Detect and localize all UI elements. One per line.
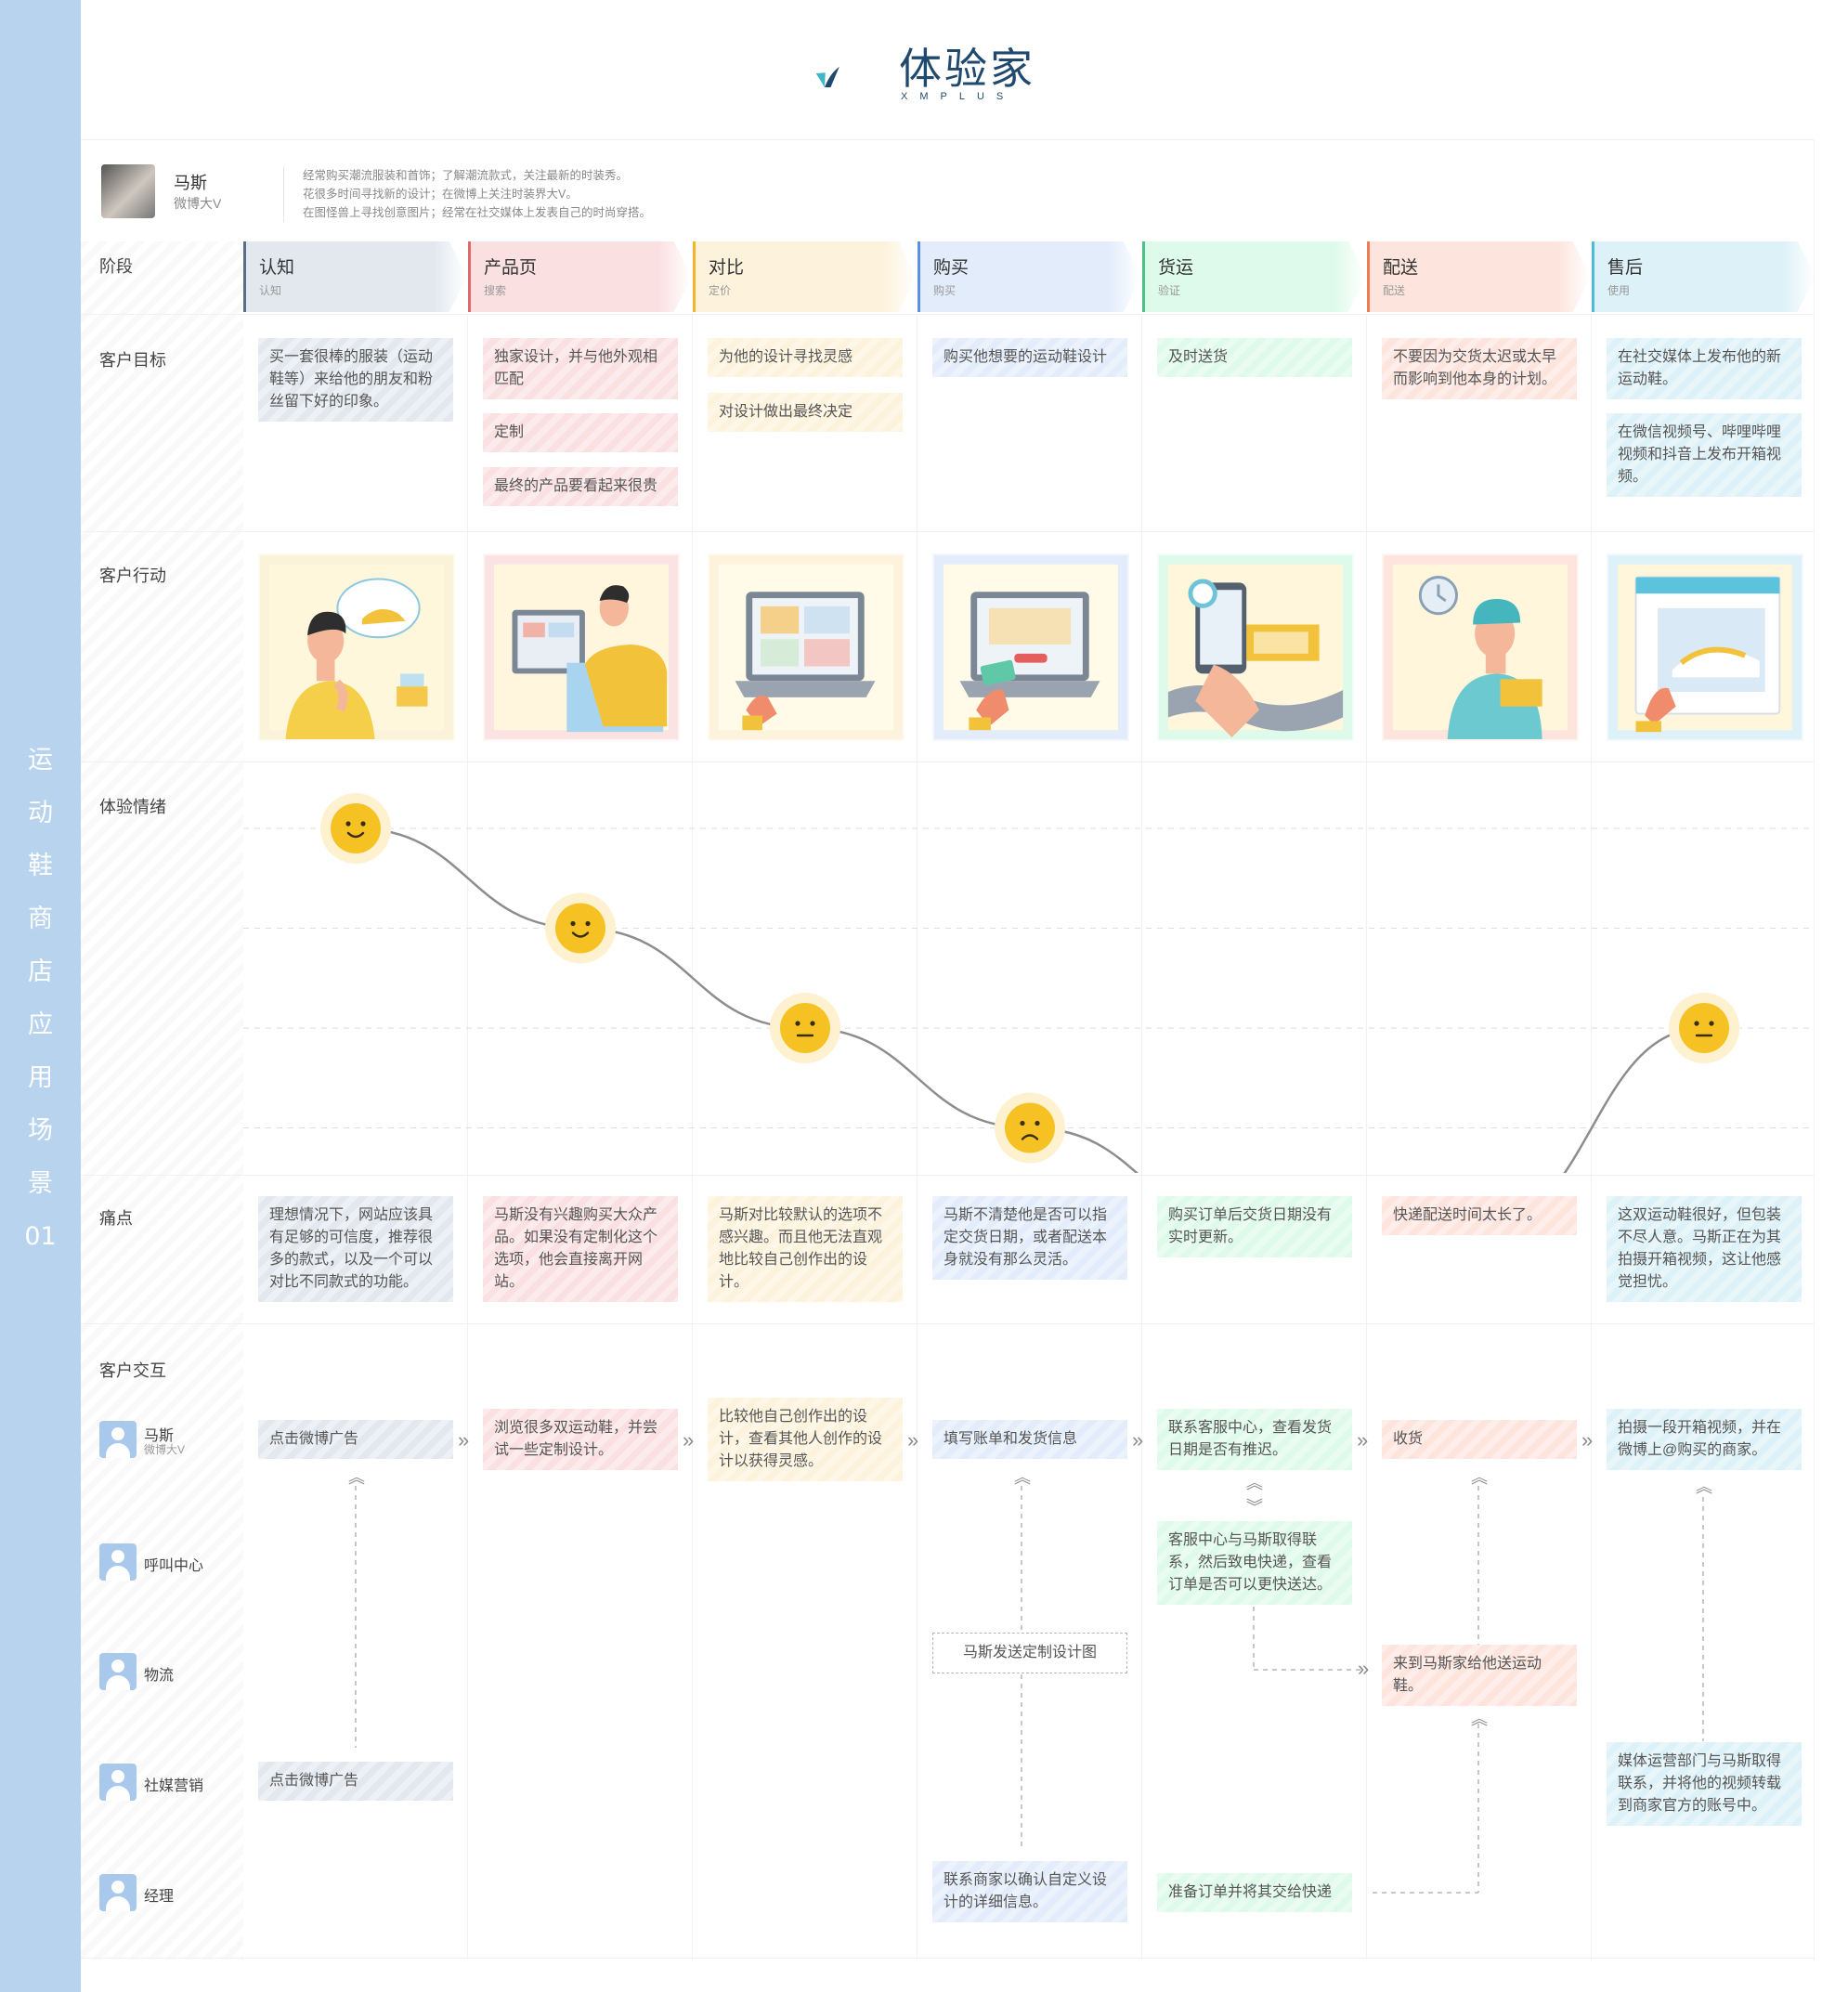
goal-card: 定制 xyxy=(483,413,678,452)
emotion-face-icon xyxy=(545,892,616,964)
double-chevron-down-icon: ︾ xyxy=(1246,1498,1263,1517)
stage-header: 货运 验证 xyxy=(1142,241,1366,312)
illustration-social-post-icon xyxy=(1607,553,1803,741)
pain-card: 马斯不清楚他是否可以指定交货日期，或者配送本身就没有那么灵活。 xyxy=(932,1196,1127,1280)
brand-sub: XMPLUS xyxy=(901,91,1016,102)
row-label-interaction: 客户交互 xyxy=(99,1361,166,1380)
persona-role: 微博大V xyxy=(174,196,222,211)
illustration-browsing-laptop-icon xyxy=(483,553,680,741)
user-icon xyxy=(99,1421,137,1458)
manager-prepare-card: 准备订单并将其交给快递 xyxy=(1157,1873,1352,1912)
illustration-checkout-laptop-icon xyxy=(932,553,1129,741)
persona-header: 马斯 微博大V 经常购买潮流服装和首饰；了解潮流款式，关注最新的时装秀。 花很多… xyxy=(81,139,1814,241)
double-chevron-right-icon: » xyxy=(458,1428,470,1452)
goal-card: 在微信视频号、哔哩哔哩视频和抖音上发布开箱视频。 xyxy=(1607,413,1802,497)
logistics-delivery-card: 来到马斯家给他送运动鞋。 xyxy=(1382,1645,1577,1706)
social-ad-card: 点击微博广告 xyxy=(258,1762,453,1801)
illustration-compare-laptop-icon xyxy=(708,553,904,741)
stage-header: 认知 认知 xyxy=(243,241,467,312)
actor-name: 物流 xyxy=(144,1668,175,1684)
double-chevron-up-icon: ︽ xyxy=(1696,1478,1712,1496)
goal-card: 购买他想要的运动鞋设计 xyxy=(932,338,1127,377)
stage-header: 产品页 搜索 xyxy=(468,241,692,312)
actor-name: 呼叫中心 xyxy=(144,1558,204,1574)
double-chevron-right-icon: » xyxy=(907,1428,919,1452)
sidebar: 运 动 鞋 商 店 应 用 场 景 01 xyxy=(0,0,81,1992)
double-chevron-right-icon: » xyxy=(1357,1428,1369,1452)
stage-header: 对比 定价 xyxy=(693,241,917,312)
illustration-person-thinking-icon xyxy=(258,553,455,741)
goal-card: 在社交媒体上发布他的新运动鞋。 xyxy=(1607,338,1802,399)
user-icon xyxy=(99,1653,137,1690)
double-chevron-right-icon: » xyxy=(1358,1657,1370,1680)
brand-logo-icon xyxy=(815,66,839,88)
actor-sub: 微博大V xyxy=(144,1443,186,1456)
interaction-card: 浏览很多双运动鞋，并尝试一些定制设计。 xyxy=(483,1409,678,1470)
pain-card: 马斯对比较默认的选项不感兴趣。而且他无法直观地比较自己创作出的设计。 xyxy=(708,1196,903,1302)
illustration-shipping-map-icon xyxy=(1157,553,1354,741)
actor-name: 经理 xyxy=(144,1889,175,1905)
emotion-face-icon xyxy=(770,993,840,1063)
interaction-card: 联系客服中心，查看发货日期是否有推迟。 xyxy=(1157,1409,1352,1470)
persona-name: 马斯 xyxy=(174,174,207,192)
persona-description: 经常购买潮流服装和首饰；了解潮流款式，关注最新的时装秀。 花很多时间寻找新的设计… xyxy=(283,166,651,222)
row-label-stage: 阶段 xyxy=(99,257,133,276)
double-chevron-up-icon: ︽ xyxy=(1014,1468,1031,1487)
double-chevron-up-icon: ︽ xyxy=(1471,1468,1488,1487)
goal-card: 为他的设计寻找灵感 xyxy=(708,338,903,377)
emotion-curve-chart xyxy=(243,793,1814,1173)
goal-card: 买一套很棒的服装（运动鞋等）来给他的朋友和粉丝留下好的印象。 xyxy=(258,338,453,422)
goal-card: 及时送货 xyxy=(1157,338,1352,377)
emotion-face-icon xyxy=(320,793,391,864)
double-chevron-right-icon: » xyxy=(1581,1428,1594,1452)
pain-card: 购买订单后交货日期没有实时更新。 xyxy=(1157,1196,1352,1257)
goal-card: 对设计做出最终决定 xyxy=(708,393,903,432)
double-chevron-right-icon: » xyxy=(1132,1428,1144,1452)
brand-name: 体验家 xyxy=(899,44,1035,94)
row-label-actions: 客户行动 xyxy=(99,566,166,585)
pain-card: 马斯没有兴趣购买大众产品。如果没有定制化这个选项，他会直接离开网站。 xyxy=(483,1196,678,1302)
double-chevron-up-icon: ︽ xyxy=(348,1468,365,1487)
user-icon xyxy=(99,1874,137,1911)
user-icon xyxy=(99,1543,137,1581)
interaction-card: 填写账单和发货信息 xyxy=(932,1420,1127,1459)
goal-card: 不要因为交货太迟或太早而影响到他本身的计划。 xyxy=(1382,338,1577,399)
pain-card: 理想情况下，网站应该具有足够的可信度，推荐很多的款式，以及一个可以对比不同款式的… xyxy=(258,1196,453,1302)
stage-header: 售后 使用 xyxy=(1592,241,1815,312)
goal-card: 最终的产品要看起来很贵 xyxy=(483,467,678,506)
pain-card: 这双运动鞋很好，但包装不尽人意。马斯正在为其拍摄开箱视频，这让他感觉担忧。 xyxy=(1607,1196,1802,1302)
illustration-courier-icon xyxy=(1382,553,1579,741)
emotion-face-icon xyxy=(1669,993,1739,1063)
row-label-pain: 痛点 xyxy=(99,1209,133,1228)
actor-name: 马斯 xyxy=(144,1428,175,1444)
call-center-card: 客服中心与马斯取得联系，然后致电快递，查看订单是否可以更快送达。 xyxy=(1157,1521,1352,1605)
goal-card: 独家设计，并与他外观相匹配 xyxy=(483,338,678,399)
row-label-goals: 客户目标 xyxy=(99,351,166,370)
label-column xyxy=(81,241,243,1959)
stage-header: 购买 购买 xyxy=(917,241,1141,312)
interaction-card: 拍摄一段开箱视频，并在微博上@购买的商家。 xyxy=(1607,1409,1802,1470)
double-chevron-up-icon: ︽ xyxy=(1246,1474,1263,1492)
interaction-card: 比较他自己创作出的设计，查看其他人创作的设计以获得灵感。 xyxy=(708,1398,903,1481)
double-chevron-right-icon: » xyxy=(683,1428,695,1452)
avatar xyxy=(101,164,155,218)
row-label-emotion: 体验情绪 xyxy=(99,798,166,816)
actor-name: 社媒营销 xyxy=(144,1778,204,1794)
user-icon xyxy=(99,1764,137,1801)
manager-contact-card: 联系商家以确认自定义设计的详细信息。 xyxy=(932,1861,1127,1922)
interaction-card: 收货 xyxy=(1382,1420,1577,1459)
double-chevron-up-icon: ︽ xyxy=(1471,1710,1488,1728)
social-media-card: 媒体运营部门与马斯取得联系，并将他的视频转载到商家官方的账号中。 xyxy=(1607,1742,1802,1826)
stage-header: 配送 配送 xyxy=(1367,241,1591,312)
pain-card: 快递配送时间太长了。 xyxy=(1382,1196,1577,1235)
logistics-design-card: 马斯发送定制设计图 xyxy=(932,1633,1127,1673)
interaction-card: 点击微博广告 xyxy=(258,1420,453,1459)
emotion-face-icon xyxy=(995,1092,1065,1164)
sidebar-title: 运 动 鞋 商 店 应 用 场 景 01 xyxy=(24,746,57,1251)
